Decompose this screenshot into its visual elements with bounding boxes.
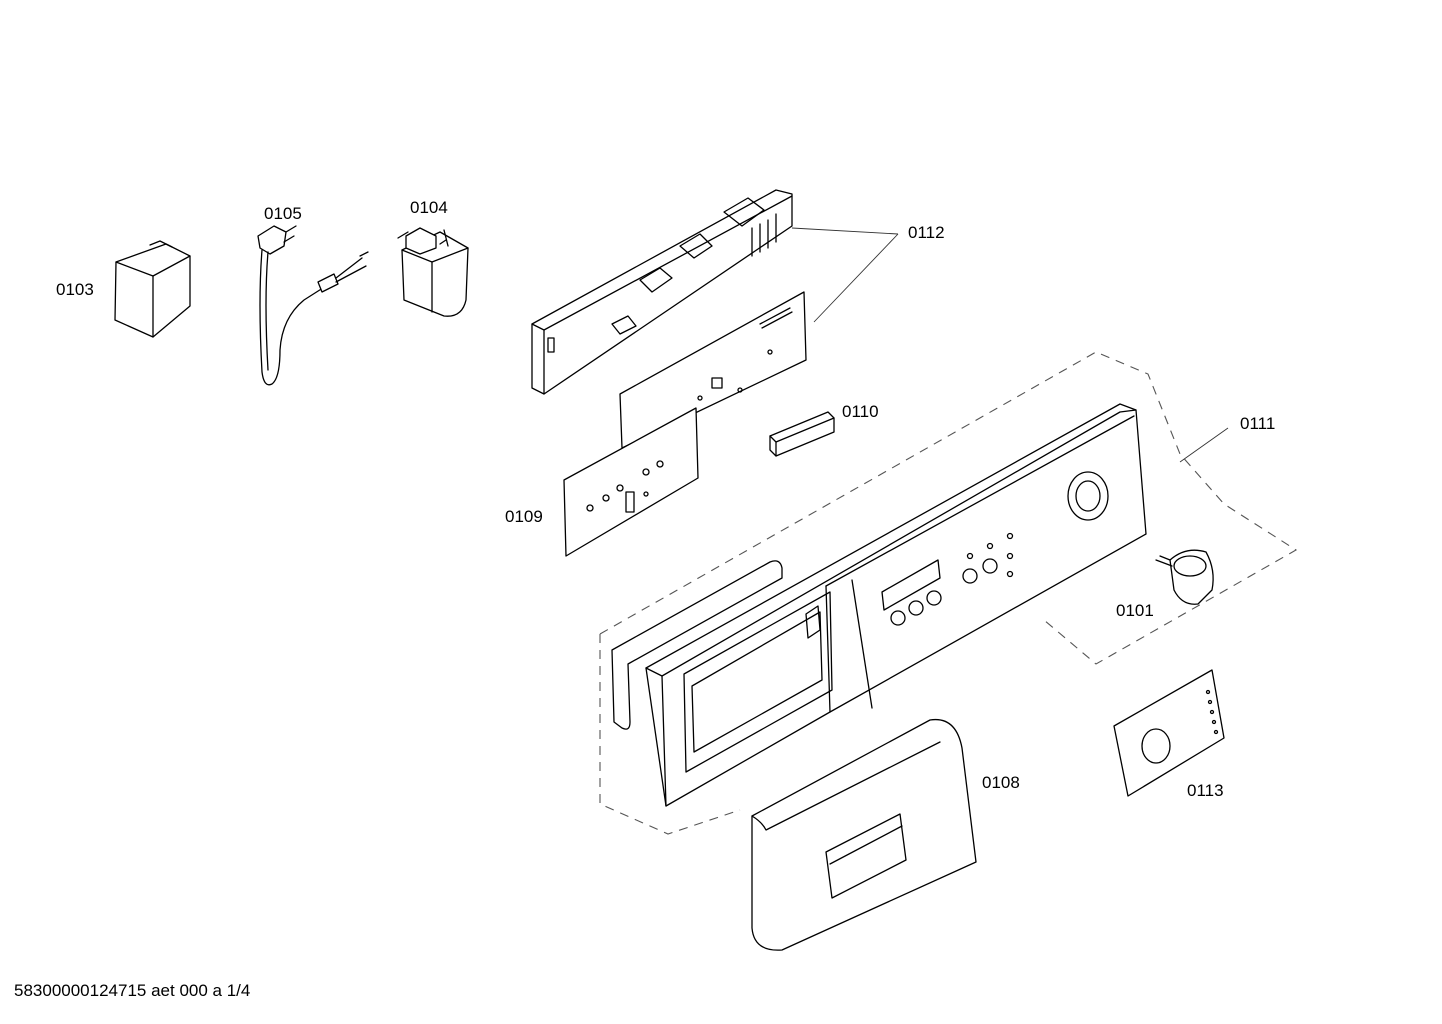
label-0101: 0101: [1116, 601, 1154, 620]
part-0109-upper-board: [619, 291, 807, 449]
label-0110: 0110: [842, 402, 879, 421]
label-0108: 0108: [982, 773, 1020, 792]
part-0104-drawing: [397, 227, 469, 317]
part-0103-drawing: [114, 240, 191, 338]
part-0109-lower-board: [563, 407, 699, 557]
label-0113: 0113: [1187, 781, 1224, 800]
label-0104: 0104: [410, 198, 448, 217]
part-0113-drawing: [1113, 669, 1225, 797]
part-0101-drawing: [1155, 549, 1214, 605]
leader-0112: [791, 227, 899, 323]
label-0111: 0111: [1240, 414, 1276, 433]
part-0111-gasket: [611, 560, 783, 730]
part-0112-drawing: [531, 189, 793, 395]
part-0111-fascia: [645, 403, 1147, 807]
label-0112: 0112: [908, 223, 945, 242]
part-0108-drawing: [751, 718, 977, 951]
assembly-boundary-0111: [599, 351, 1298, 835]
label-0103: 0103: [56, 280, 94, 299]
label-0109: 0109: [505, 507, 543, 526]
part-0110-drawing: [769, 411, 835, 457]
label-0105: 0105: [264, 204, 302, 223]
drawing-reference-footer: 58300000124715 aet 000 a 1/4: [14, 981, 251, 1000]
part-0105-drawing: [257, 225, 369, 386]
